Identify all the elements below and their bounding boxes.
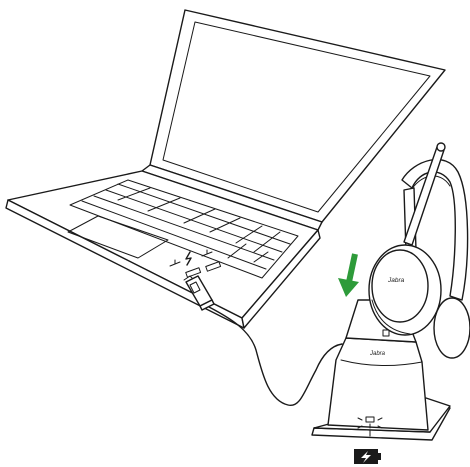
laptop [5, 9, 446, 329]
touchpad [67, 215, 169, 259]
headset: Jabra [368, 142, 470, 359]
down-arrow-icon [338, 253, 359, 297]
stand-brand-label: Jabra [369, 351, 386, 357]
usb-icon [169, 249, 213, 267]
charging-battery-icon [354, 449, 381, 464]
headset-brand-label: Jabra [387, 277, 405, 284]
usb-cable [185, 275, 343, 406]
led-light-icon [357, 416, 383, 437]
thunderbolt-icon [185, 251, 192, 266]
keyboard [69, 179, 299, 279]
